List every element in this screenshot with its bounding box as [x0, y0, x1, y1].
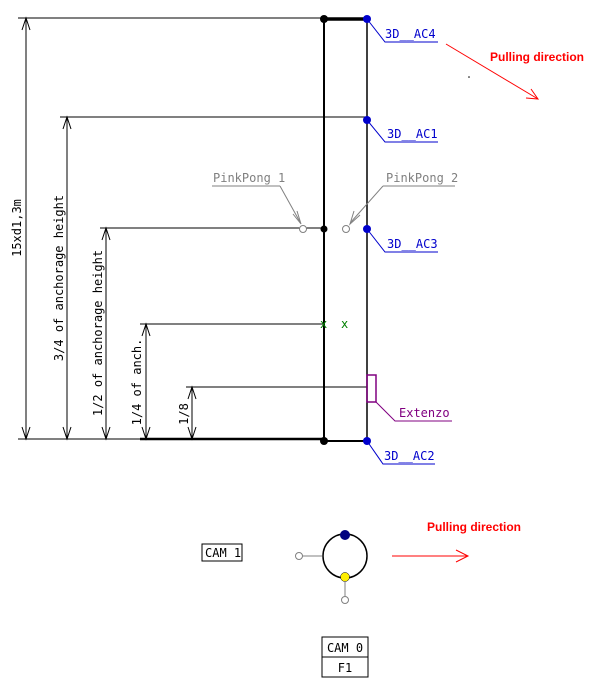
cam0-label: CAM 0: [327, 641, 363, 655]
pulling-direction-bottom-label: Pulling direction: [427, 520, 521, 534]
pulling-direction-top: Pulling direction: [445, 43, 584, 100]
pulling-direction-top-arrow-head: [525, 88, 540, 100]
anchor-ac4: 3D__AC4: [363, 15, 438, 43]
section-bottom-point: [340, 572, 350, 582]
anchor-ac4-leader: [366, 18, 438, 43]
dim-14-arrow-bottom: [141, 426, 151, 441]
pinkpong-1-arrow: [292, 210, 302, 225]
green-mark-right: x: [341, 317, 348, 331]
anchor-ac1-leader: [366, 119, 438, 143]
dim-14-label: 1/4 of anch.: [130, 339, 144, 426]
pulling-direction-top-label: Pulling direction: [490, 50, 584, 64]
node-top-left: [320, 15, 328, 23]
dim-12-label: 1/2 of anchorage height: [91, 250, 105, 416]
section-top-anchor: [340, 530, 350, 540]
anchor-ac2-label: 3D__AC2: [384, 449, 435, 463]
node-mid-left: [320, 225, 328, 233]
pulling-direction-bottom-arrow-head: [455, 549, 470, 563]
main-structure: [140, 17, 368, 442]
anchor-ac1: 3D__AC1: [363, 116, 438, 143]
stray-dot: [468, 76, 470, 78]
anchor-ac2-leader: [366, 440, 435, 465]
section-circle: [322, 533, 368, 579]
pinkpong-2-marker: [342, 225, 350, 233]
extenzo-box: [366, 374, 377, 403]
dim-12-arrow-top: [101, 226, 111, 241]
dim-12-arrow-bottom: [101, 426, 111, 441]
pinkpong-1-marker: [299, 225, 307, 233]
pinkpong-2-arrow: [348, 210, 361, 226]
anchor-ac4-label: 3D__AC4: [385, 27, 436, 41]
pinkpong-2: PinkPong 2: [342, 171, 458, 233]
extenzo: Extenzo: [366, 374, 452, 422]
extenzo-leader: [375, 401, 452, 422]
anchor-ac3-leader: [366, 228, 438, 253]
dimension-lines: [18, 16, 367, 441]
pinkpong-1: PinkPong 1: [212, 171, 307, 233]
dim-34-label: 3/4 of anchorage height: [52, 195, 66, 361]
cam1-box: [201, 543, 243, 562]
dim-total-label: 15xd1,3m: [10, 199, 24, 257]
section-left-marker: [295, 552, 303, 560]
dim-34-arrow-bottom: [62, 426, 72, 441]
pulling-direction-top-arrow-line: [445, 43, 539, 100]
cam1-label: CAM 1: [205, 546, 241, 560]
extenzo-label: Extenzo: [399, 406, 450, 420]
node-bottom-left: [320, 437, 328, 445]
green-mark-left: x: [320, 317, 327, 331]
anchor-ac2: 3D__AC2: [363, 437, 435, 465]
dim-total-arrow-top: [21, 16, 31, 31]
cross-section: CAM 1 Pulling direction CAM 0 F1: [201, 520, 521, 678]
dim-total-arrow-bottom: [21, 426, 31, 441]
dim-18-arrow-top: [187, 385, 197, 400]
pinkpong-2-leader: [350, 185, 384, 223]
dim-14-arrow-top: [141, 322, 151, 337]
anchor-ac3-label: 3D__AC3: [387, 237, 438, 251]
anchor-ac1-label: 3D__AC1: [387, 127, 438, 141]
section-bottom-marker: [341, 596, 349, 604]
pinkpong-2-label: PinkPong 2: [386, 171, 458, 185]
pinkpong-1-leader: [279, 185, 301, 223]
f1-label: F1: [338, 661, 352, 675]
anchor-ac3: 3D__AC3: [363, 225, 438, 253]
dim-18-arrow-bottom: [187, 426, 197, 441]
structure-nodes: [320, 15, 328, 445]
dim-34-arrow-top: [62, 115, 72, 130]
pinkpong-1-label: PinkPong 1: [213, 171, 285, 185]
dim-18-label: 1/8: [177, 403, 191, 425]
